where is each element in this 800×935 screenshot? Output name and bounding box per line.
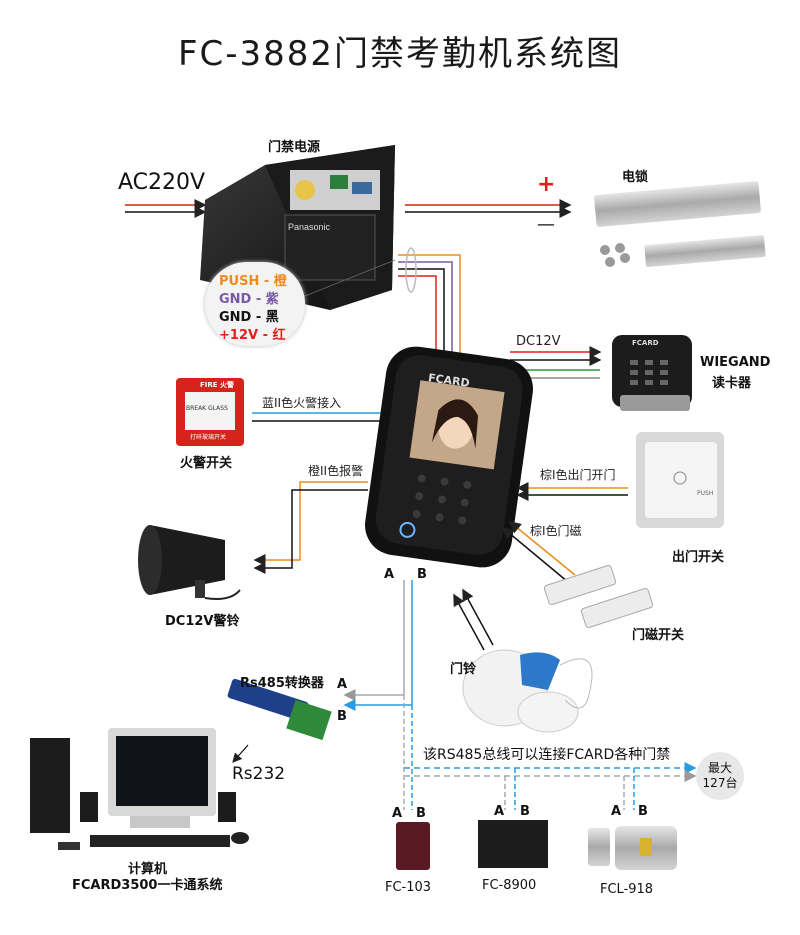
bus-a-label: A [384, 567, 395, 582]
node3-name: FCL-918 [600, 882, 654, 897]
ac-input-label: AC220V [118, 170, 206, 195]
exit-wire-label: 棕I色出门开门 [540, 468, 616, 482]
converter-label: Rs485转换器 [240, 676, 324, 691]
alarm-siren-image [138, 525, 241, 600]
page-title: FC-3882门禁考勤机系统图 [177, 34, 623, 74]
node1-a: A [392, 806, 403, 821]
wire-color-legend: PUSH - 橙 GND - 紫 GND - 黑 +12V - 红 [205, 262, 305, 346]
battery-brand: Panasonic [288, 222, 331, 232]
node1-name: FC-103 [385, 880, 432, 895]
node2-a: A [494, 804, 505, 819]
door-sensor-label: 门磁开关 [632, 628, 685, 643]
computer-label: 计算机 [128, 862, 168, 877]
fc8900-image [478, 820, 548, 868]
fire-switch-label: 火警开关 [180, 456, 233, 471]
exit-button-image [636, 432, 724, 528]
node2-name: FC-8900 [482, 878, 537, 893]
door-sensor-wire-label: 棕I色门磁 [530, 524, 582, 538]
node2-b: B [520, 804, 530, 819]
alarm-label: DC12V警铃 [165, 614, 240, 629]
converter-a: A [337, 677, 348, 692]
fire-box-mid: BREAK GLASS [186, 405, 228, 412]
computer-image [30, 728, 249, 850]
door-sensor-image [543, 564, 654, 629]
node1-b: B [416, 806, 426, 821]
fcl918-image [588, 826, 677, 870]
lock-minus: — [537, 214, 555, 235]
reader-power-label: DC12V [516, 334, 561, 349]
reader-label: WIEGAND [700, 355, 771, 370]
bus-b-label: B [417, 567, 427, 582]
legend-gnd-purple: GND - 紫 [219, 292, 279, 307]
node3-a: A [611, 804, 622, 819]
bus-note: 该RS485总线可以连接FCARD各种门禁 [423, 747, 671, 763]
reader-sublabel: 读卡器 [712, 376, 752, 391]
power-to-device-wires [398, 247, 461, 360]
legend-push: PUSH - 橙 [219, 274, 287, 289]
rs232-label: Rs232 [232, 764, 286, 784]
legend-gnd-black: GND - 黑 [219, 310, 279, 325]
exit-button-text: PUSH [697, 490, 714, 497]
doorbell-image [462, 649, 593, 733]
exit-switch-label: 出门开关 [672, 550, 725, 565]
node3-b: B [638, 804, 648, 819]
legend-12v: +12V - 红 [219, 328, 286, 343]
lock-plus: + [537, 172, 556, 197]
alarm-wire-label: 橙II色报警 [308, 464, 364, 478]
computer-sublabel: FCARD3500一卡通系统 [72, 878, 223, 893]
lock-label: 电锁 [622, 170, 649, 185]
electric-lock-image [594, 181, 766, 268]
reader-brand: FCARD [632, 339, 659, 347]
fire-box-bottom: 打碎玻璃开关 [190, 434, 227, 441]
doorbell-label: 门铃 [450, 662, 477, 677]
rs485-converter-image [227, 678, 332, 741]
wiegand-reader-image [612, 335, 692, 411]
converter-b: B [337, 709, 347, 724]
reader-wires [510, 346, 602, 379]
ac-input-wires [125, 199, 207, 218]
fc103-image [396, 822, 430, 870]
power-supply-label: 门禁电源 [268, 140, 321, 155]
access-control-terminal [364, 346, 534, 568]
fire-alarm-box-image [176, 378, 244, 446]
bubble-line2: 127台 [702, 776, 738, 790]
rs485-bus [343, 580, 697, 810]
bubble-line1: 最大 [707, 761, 732, 775]
fire-box-top: FIRE 火警 [200, 381, 234, 389]
max-devices-bubble: 最大 127台 [696, 752, 744, 800]
fire-wire-label: 蓝II色火警接入 [262, 396, 342, 410]
